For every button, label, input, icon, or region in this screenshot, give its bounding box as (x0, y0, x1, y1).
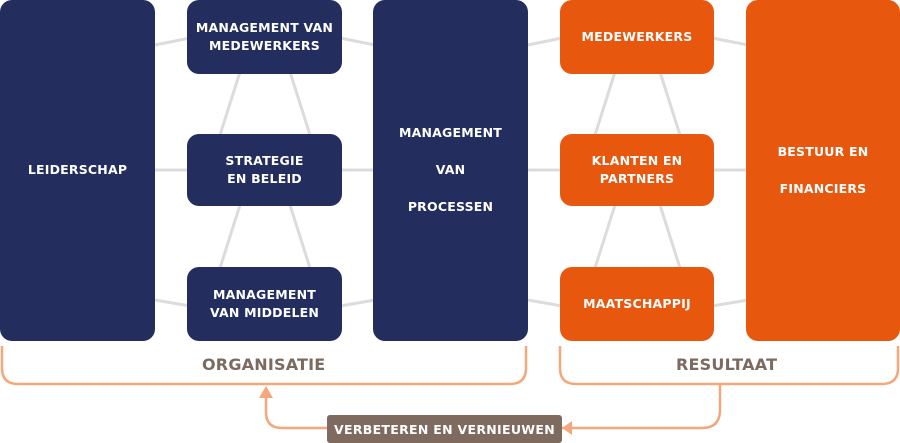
klanten-en-partners-box: KLANTEN EN PARTNERS (560, 134, 714, 206)
resultaat-label: RESULTAAT (670, 355, 784, 374)
strategie-en-beleid-label: STRATEGIE EN BELEID (225, 152, 304, 186)
up-arrowhead (259, 386, 273, 398)
organisatie-bracket (0, 346, 528, 386)
left-arrowhead (562, 421, 572, 435)
up-arrow-path (264, 394, 327, 430)
management-van-middelen-box: MANAGEMENT VAN MIDDELEN (187, 267, 342, 341)
verbeteren-en-vernieuwen-box: VERBETEREN EN VERNIEUWEN (327, 415, 562, 443)
klanten-en-partners-label: KLANTEN EN PARTNERS (591, 152, 683, 186)
strategie-en-beleid-box: STRATEGIE EN BELEID (187, 134, 342, 206)
management-van-processen-box: MANAGEMENT VAN PROCESSEN (373, 0, 528, 341)
leiderschap-label: LEIDERSCHAP (27, 162, 128, 178)
medewerkers-label: MEDEWERKERS (581, 28, 693, 44)
leiderschap-box: LEIDERSCHAP (0, 0, 155, 341)
verbeteren-en-vernieuwen-label: VERBETEREN EN VERNIEUWEN (334, 421, 555, 437)
organisatie-label: ORGANISATIE (196, 355, 332, 374)
maatschappij-box: MAATSCHAPPIJ (560, 267, 714, 341)
management-van-processen-label: MANAGEMENT VAN PROCESSEN (398, 125, 502, 214)
maatschappij-label: MAATSCHAPPIJ (583, 295, 691, 311)
medewerkers-box: MEDEWERKERS (560, 0, 714, 74)
resultaat-bracket (558, 346, 900, 386)
bestuur-en-financiers-label: BESTUUR EN FINANCIERS (777, 143, 869, 196)
management-van-medewerkers-label: MANAGEMENT VAN MEDEWERKERS (195, 19, 334, 53)
return-arrow-path (562, 384, 722, 430)
management-van-middelen-label: MANAGEMENT VAN MIDDELEN (209, 286, 320, 320)
bestuur-en-financiers-box: BESTUUR EN FINANCIERS (746, 0, 900, 341)
management-van-medewerkers-box: MANAGEMENT VAN MEDEWERKERS (187, 0, 342, 74)
